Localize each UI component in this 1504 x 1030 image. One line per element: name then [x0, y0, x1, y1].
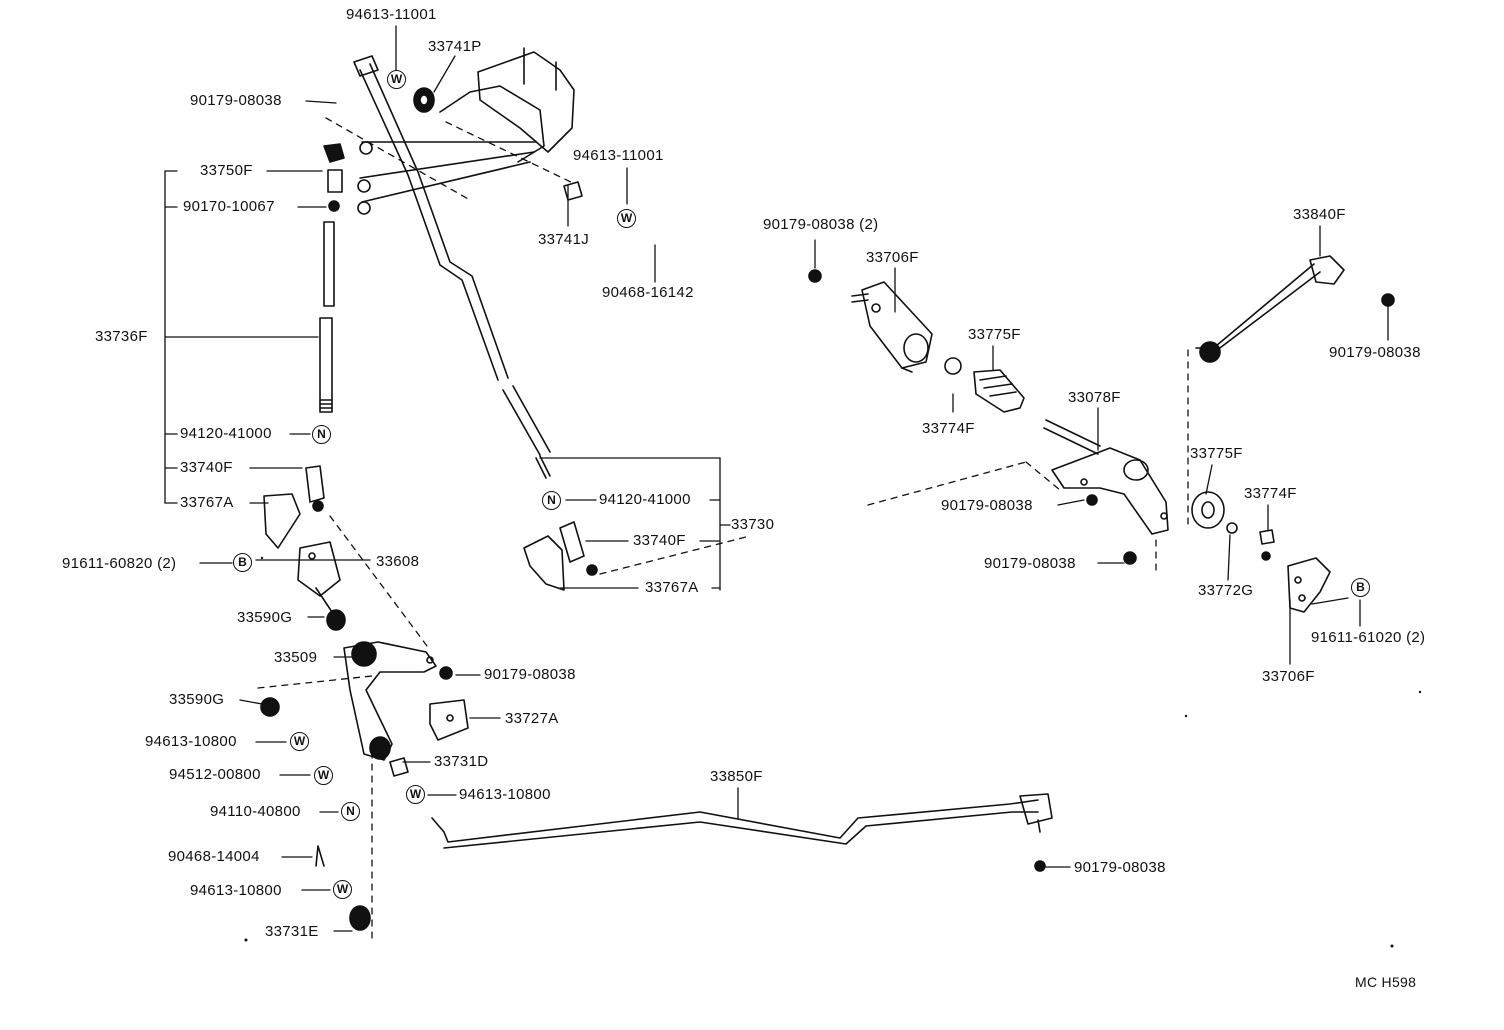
shaft-33078f [1043, 419, 1169, 535]
joint-33740f-left [263, 465, 325, 549]
specks [244, 556, 1422, 948]
label-33772g: 33772G [1198, 582, 1254, 599]
washer-33590g-lower [260, 697, 280, 717]
label-33590g-a: 33590G [237, 609, 293, 626]
label-33740f-mid: 33740F [633, 532, 686, 549]
washer-33772g [1226, 522, 1238, 534]
leader-lines [164, 25, 1389, 932]
bolt-symbol: B [1351, 578, 1370, 597]
label-33774f-top: 33774F [922, 420, 975, 437]
label-33750f: 33750F [200, 162, 253, 179]
label-33775f-top: 33775F [968, 326, 1021, 343]
label-94110-40800: 94110-40800 [210, 803, 301, 820]
label-33730: 33730 [731, 516, 775, 533]
nut-90179-08038-r2 [1123, 551, 1137, 565]
lever-housing [357, 47, 575, 215]
label-33775f-right: 33775F [1190, 445, 1243, 462]
joint-33740f-mid [523, 521, 598, 591]
bushing-33741p [413, 87, 435, 113]
label-94613-10800-b: 94613-10800 [459, 786, 551, 803]
label-94613-11001-mid: 94613-11001 [573, 147, 664, 164]
washer-symbol: W [314, 766, 333, 785]
label-90179-08038-top: 90179-08038 [190, 92, 282, 109]
label-33736f: 33736F [95, 328, 148, 345]
shift-lever-rod [353, 55, 551, 479]
label-33706f-bottom: 33706F [1262, 668, 1315, 685]
nut-90179-08038-bottom [1034, 860, 1046, 872]
lever-33509 [343, 641, 453, 761]
label-90179-08038-lower: 90179-08038 [484, 666, 576, 683]
label-90179-08038-2: 90179-08038 (2) [763, 216, 879, 233]
label-91611-61020: 91611-61020 (2) [1311, 629, 1426, 646]
label-90170-10067: 90170-10067 [183, 198, 275, 215]
joint-33706f-bottom [1287, 557, 1331, 613]
diagram-code: MC H598 [1355, 974, 1417, 990]
rod-33850f [431, 793, 1053, 849]
nut-symbol: N [542, 491, 561, 510]
label-90179-08038-bottom: 90179-08038 [1074, 859, 1166, 876]
label-90179-08038-right: 90179-08038 [1329, 344, 1421, 361]
label-33740f-left: 33740F [180, 459, 233, 476]
label-94613-11001-top: 94613-11001 [346, 6, 437, 23]
bolt-symbol: B [233, 553, 252, 572]
washer-33774f-right [1259, 529, 1275, 545]
label-33706f-top: 33706F [866, 249, 919, 266]
washer-33774f-top [944, 357, 962, 375]
label-33608: 33608 [376, 553, 420, 570]
washer-symbol: W [333, 880, 352, 899]
clip-90468-14004 [315, 845, 325, 867]
label-33767a-mid: 33767A [645, 579, 699, 596]
plate-33727a [429, 699, 469, 741]
label-33741j: 33741J [538, 231, 590, 248]
nut-90179-08038-r1 [1086, 494, 1098, 506]
label-94613-10800-c: 94613-10800 [190, 882, 282, 899]
boot-33775f-top [973, 369, 1025, 413]
label-94613-10800-a: 94613-10800 [145, 733, 237, 750]
label-94120-41000-left: 94120-41000 [180, 425, 272, 442]
label-33850f: 33850F [710, 768, 763, 785]
label-33509: 33509 [274, 649, 318, 666]
label-33840f: 33840F [1293, 206, 1346, 223]
bracket-33608 [297, 541, 346, 631]
bushing-33731e [349, 905, 371, 931]
washer-symbol: W [406, 785, 425, 804]
bushing-33731d [389, 757, 409, 777]
boot-33775f-right [1191, 491, 1225, 529]
label-33731d: 33731D [434, 753, 489, 770]
label-33731e: 33731E [265, 923, 319, 940]
washer-symbol: W [387, 70, 406, 89]
label-94120-41000-mid: 94120-41000 [599, 491, 691, 508]
bushing-33741j [563, 181, 583, 201]
nut-90179-08038-right [1381, 293, 1395, 307]
label-33590g-b: 33590G [169, 691, 225, 708]
assembly-dashes [257, 117, 1189, 941]
label-90179-08038-r2: 90179-08038 [984, 555, 1076, 572]
nut-symbol: N [312, 425, 331, 444]
label-90468-14004: 90468-14004 [168, 848, 260, 865]
washer-symbol: W [290, 732, 309, 751]
rod-33840f [1195, 255, 1345, 363]
joint-33706f-top [851, 281, 933, 373]
label-91611-60820: 91611-60820 (2) [62, 555, 177, 572]
control-rod-33736f [319, 143, 345, 413]
label-90468-16142: 90468-16142 [602, 284, 694, 301]
label-33741p: 33741P [428, 38, 482, 55]
label-33774f-right: 33774F [1244, 485, 1297, 502]
label-94512-00800: 94512-00800 [169, 766, 261, 783]
label-33078f: 33078F [1068, 389, 1121, 406]
label-90179-08038-r1: 90179-08038 [941, 497, 1033, 514]
nut-symbol: N [341, 802, 360, 821]
label-33727a: 33727A [505, 710, 559, 727]
nut-90179-08038-2 [808, 269, 822, 283]
label-33767a-left: 33767A [180, 494, 234, 511]
washer-symbol: W [617, 209, 636, 228]
